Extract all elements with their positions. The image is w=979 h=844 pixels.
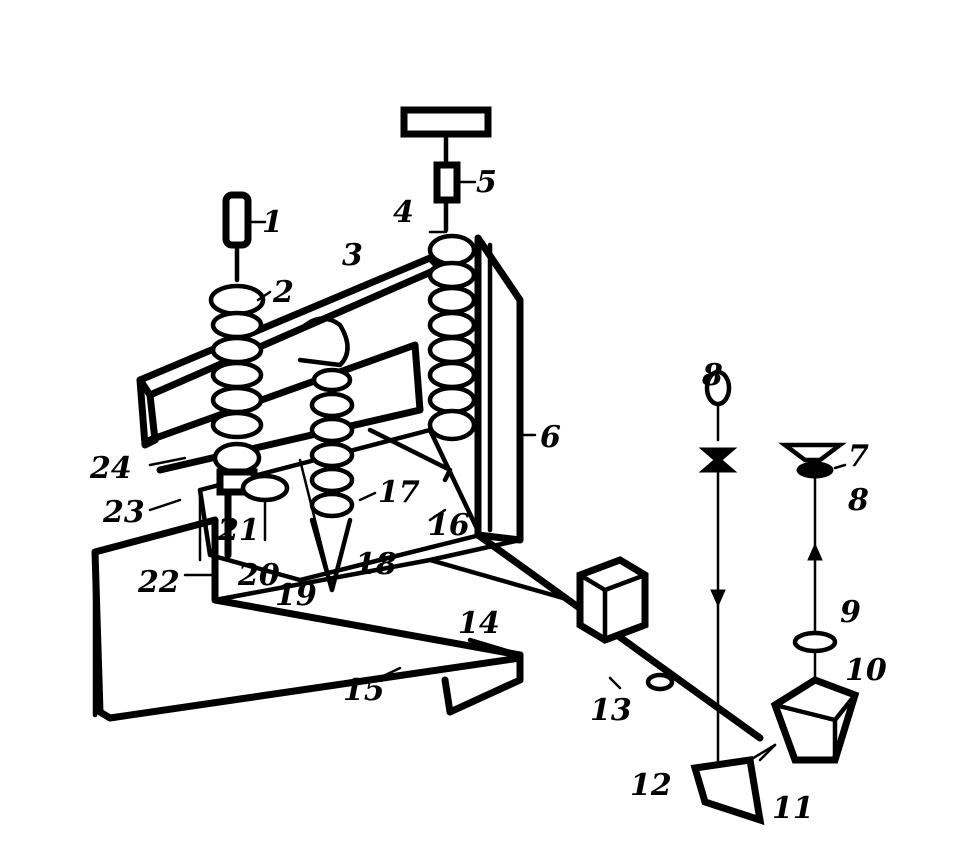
label-10: 10: [845, 653, 887, 688]
lower-bracket: [441, 637, 524, 716]
label-8-top: 8: [701, 358, 723, 393]
label-22: 22: [137, 565, 180, 600]
labels: 1 2 3 4 5 6 7 8 8 9 10 11 12 13 14 15 16…: [89, 165, 887, 826]
right-spring-column: [400, 106, 492, 442]
middle-spring-column: [309, 367, 355, 593]
label-8: 8: [847, 483, 869, 518]
label-1: 1: [262, 205, 283, 240]
bracket-16: [367, 427, 453, 483]
detector-branch: [778, 442, 847, 702]
leader-lines: [148, 180, 847, 690]
label-20: 20: [237, 558, 280, 593]
label-16: 16: [428, 508, 470, 543]
prism-10: [770, 676, 860, 764]
label-19: 19: [275, 578, 317, 613]
label-13: 13: [590, 693, 632, 728]
label-18: 18: [355, 547, 397, 582]
label-24: 24: [89, 451, 132, 486]
base-plate: [91, 516, 524, 722]
label-12: 12: [630, 768, 672, 803]
label-14: 14: [458, 606, 500, 641]
label-11: 11: [772, 791, 814, 826]
label-6: 6: [540, 420, 561, 455]
sensor-box: [576, 556, 649, 644]
lower-element: [240, 473, 290, 542]
label-3: 3: [342, 238, 363, 273]
label-9: 9: [840, 595, 861, 630]
label-7: 7: [848, 439, 869, 474]
label-17: 17: [378, 475, 420, 510]
back-plate: [474, 234, 524, 544]
label-15: 15: [343, 673, 385, 708]
light-source-branch: [698, 369, 738, 770]
left-spring-column: [208, 191, 266, 559]
label-2: 2: [272, 275, 294, 310]
lower-beam: [146, 316, 424, 474]
label-4: 4: [393, 195, 414, 230]
label-23: 23: [102, 495, 145, 530]
mirror-12: [690, 743, 777, 826]
label-5: 5: [476, 165, 497, 200]
label-21: 21: [217, 513, 260, 548]
